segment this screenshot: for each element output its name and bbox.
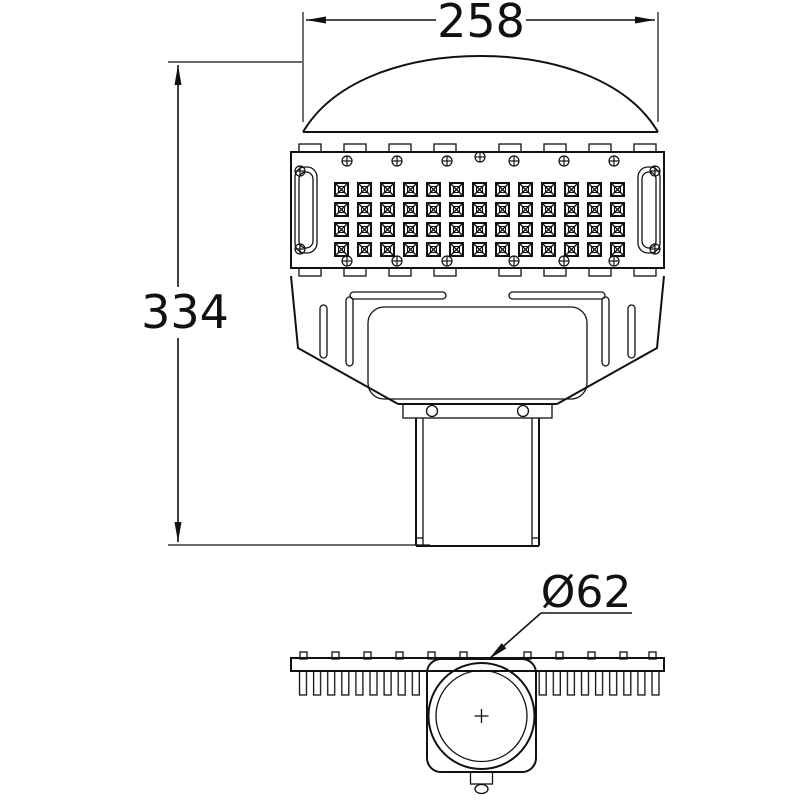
mounting-tabs-bottom	[298, 267, 657, 277]
pole-clamp	[426, 658, 537, 773]
body-outline-right	[556, 275, 665, 405]
screw-icon	[294, 165, 306, 177]
bottom-view	[290, 651, 665, 795]
mounting-tabs-top	[298, 143, 657, 153]
left-bracket	[294, 166, 318, 254]
vent-slots	[319, 291, 636, 367]
lamp-body	[290, 275, 665, 419]
dimension-width: 258	[302, 0, 659, 122]
driver-cover-plate	[367, 306, 588, 400]
right-bracket	[637, 166, 661, 254]
screw-icon	[391, 255, 403, 267]
screw-icon	[608, 255, 620, 267]
screw-hole	[425, 404, 439, 418]
lamp-dome	[302, 54, 659, 133]
heatsink-fins-right	[537, 671, 663, 697]
mounting-stem	[415, 418, 540, 547]
pole-diameter-label: Ø62	[541, 567, 632, 618]
screw-icon	[341, 255, 353, 267]
height-dimension-label: 334	[141, 285, 229, 339]
screw-icon	[558, 155, 570, 167]
screw-icon	[294, 243, 306, 255]
screw-hole	[516, 404, 530, 418]
screw-icon	[341, 155, 353, 167]
screw-icon	[474, 151, 486, 163]
screw-icon	[441, 255, 453, 267]
cable-gland	[469, 771, 494, 795]
leader-arrow	[488, 612, 542, 660]
screw-icon	[391, 155, 403, 167]
led-panel	[290, 143, 665, 277]
led-array	[330, 180, 629, 260]
screw-icon	[608, 155, 620, 167]
screw-icon	[649, 165, 661, 177]
screw-icon	[441, 155, 453, 167]
width-dimension-label: 258	[437, 0, 525, 48]
dimension-height: 334	[141, 61, 430, 546]
front-view	[290, 54, 665, 547]
screw-icon	[508, 155, 520, 167]
base-plate	[290, 657, 665, 672]
dimension-pole-diameter: Ø62	[488, 567, 632, 660]
screw-icon	[649, 243, 661, 255]
heatsink-fins-left	[296, 671, 423, 697]
baseplate-screw-heads	[299, 651, 657, 660]
stem-plate	[402, 403, 553, 419]
pole-bore-outer	[427, 662, 536, 770]
body-outline-left	[290, 275, 399, 405]
screw-icon	[558, 255, 570, 267]
screw-icon	[508, 255, 520, 267]
